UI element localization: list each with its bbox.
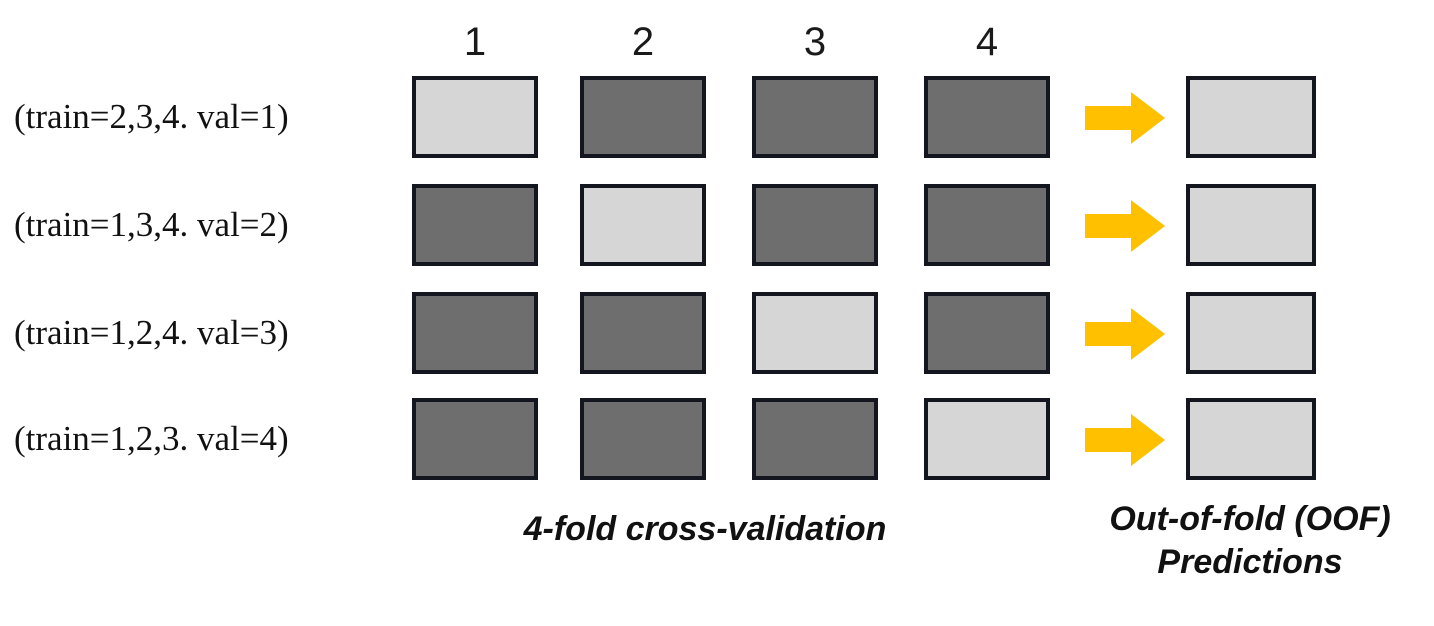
fold-cell-r3c4 (924, 292, 1050, 374)
fold-cell-r3c3 (752, 292, 878, 374)
row-label-fold-2: (train=1,3,4. val=2) (14, 205, 289, 244)
fold-cell-r4c2 (580, 398, 706, 480)
oof-box-row-3 (1186, 292, 1316, 374)
column-header-4: 4 (975, 20, 999, 64)
right-arrow-icon-row-4 (1085, 412, 1165, 468)
right-arrow-icon-row-3 (1085, 306, 1165, 362)
fold-cell-r1c1 (412, 76, 538, 158)
right-arrow-icon-row-1 (1085, 90, 1165, 146)
fold-cell-r2c1 (412, 184, 538, 266)
oof-caption-line-2: Predictions (1157, 543, 1343, 581)
fold-cell-r1c4 (924, 76, 1050, 158)
column-header-1: 1 (463, 20, 487, 64)
fold-cell-r1c2 (580, 76, 706, 158)
oof-caption-line-1: Out-of-fold (OOF) (1109, 500, 1391, 538)
oof-box-row-1 (1186, 76, 1316, 158)
oof-box-row-4 (1186, 398, 1316, 480)
fold-cell-r1c3 (752, 76, 878, 158)
row-label-fold-1: (train=2,3,4. val=1) (14, 97, 289, 136)
fold-cell-r4c1 (412, 398, 538, 480)
fold-cell-r3c2 (580, 292, 706, 374)
column-header-2: 2 (631, 20, 655, 64)
fold-cell-r2c2 (580, 184, 706, 266)
cross-validation-caption: 4-fold cross-validation (523, 510, 887, 548)
right-arrow-icon-row-2 (1085, 198, 1165, 254)
oof-box-row-2 (1186, 184, 1316, 266)
fold-cell-r2c4 (924, 184, 1050, 266)
oof-caption: Out-of-fold (OOF) Predictions (1105, 498, 1395, 584)
fold-cell-r4c3 (752, 398, 878, 480)
column-header-3: 3 (803, 20, 827, 64)
fold-cell-r4c4 (924, 398, 1050, 480)
fold-cell-r3c1 (412, 292, 538, 374)
row-label-fold-4: (train=1,2,3. val=4) (14, 419, 289, 458)
fold-cell-r2c3 (752, 184, 878, 266)
row-label-fold-3: (train=1,2,4. val=3) (14, 313, 289, 352)
